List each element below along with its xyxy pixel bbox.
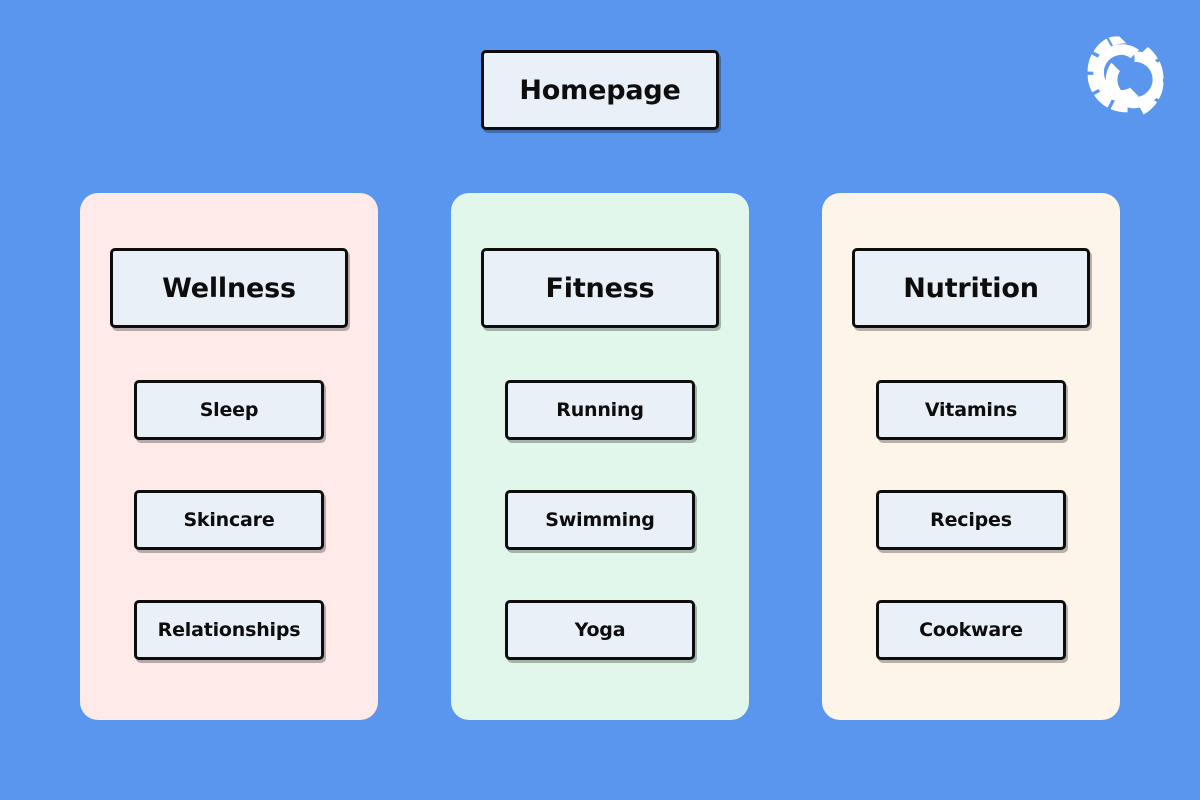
sub-node-sleep[interactable]: Sleep — [134, 380, 324, 440]
column-wellness: Wellness Sleep Skincare Relationships — [80, 193, 378, 720]
category-node-fitness[interactable]: Fitness — [481, 248, 719, 328]
root-node-homepage[interactable]: Homepage — [481, 50, 719, 130]
root-node-label: Homepage — [519, 74, 681, 106]
sub-node-recipes[interactable]: Recipes — [876, 490, 1066, 550]
sub-node-relationships[interactable]: Relationships — [134, 600, 324, 660]
sub-list-fitness: Running Swimming Yoga — [505, 380, 695, 660]
category-node-nutrition[interactable]: Nutrition — [852, 248, 1090, 328]
sub-node-label: Cookware — [919, 619, 1023, 641]
sub-node-yoga[interactable]: Yoga — [505, 600, 695, 660]
category-node-label: Nutrition — [903, 272, 1039, 304]
column-fitness: Fitness Running Swimming Yoga — [451, 193, 749, 720]
sub-list-nutrition: Vitamins Recipes Cookware — [876, 380, 1066, 660]
sub-node-label: Vitamins — [924, 399, 1018, 421]
sub-list-wellness: Sleep Skincare Relationships — [134, 380, 324, 660]
sub-node-label: Skincare — [183, 509, 275, 531]
sub-node-label: Recipes — [930, 509, 1012, 531]
sub-node-skincare[interactable]: Skincare — [134, 490, 324, 550]
sub-node-vitamins[interactable]: Vitamins — [876, 380, 1066, 440]
category-node-label: Fitness — [545, 272, 655, 304]
column-nutrition: Nutrition Vitamins Recipes Cookware — [822, 193, 1120, 720]
brand-logo — [1078, 28, 1178, 120]
category-node-wellness[interactable]: Wellness — [110, 248, 348, 328]
sitemap-columns: Wellness Sleep Skincare Relationships Fi… — [80, 193, 1120, 720]
sub-node-label: Running — [556, 399, 644, 421]
category-node-label: Wellness — [162, 272, 296, 304]
sub-node-label: Yoga — [574, 619, 626, 641]
sub-node-running[interactable]: Running — [505, 380, 695, 440]
sub-node-label: Relationships — [157, 619, 301, 641]
sub-node-label: Sleep — [199, 399, 259, 421]
sub-node-cookware[interactable]: Cookware — [876, 600, 1066, 660]
sub-node-swimming[interactable]: Swimming — [505, 490, 695, 550]
two-interlocking-gears-icon — [1087, 36, 1164, 115]
sub-node-label: Swimming — [545, 509, 655, 531]
